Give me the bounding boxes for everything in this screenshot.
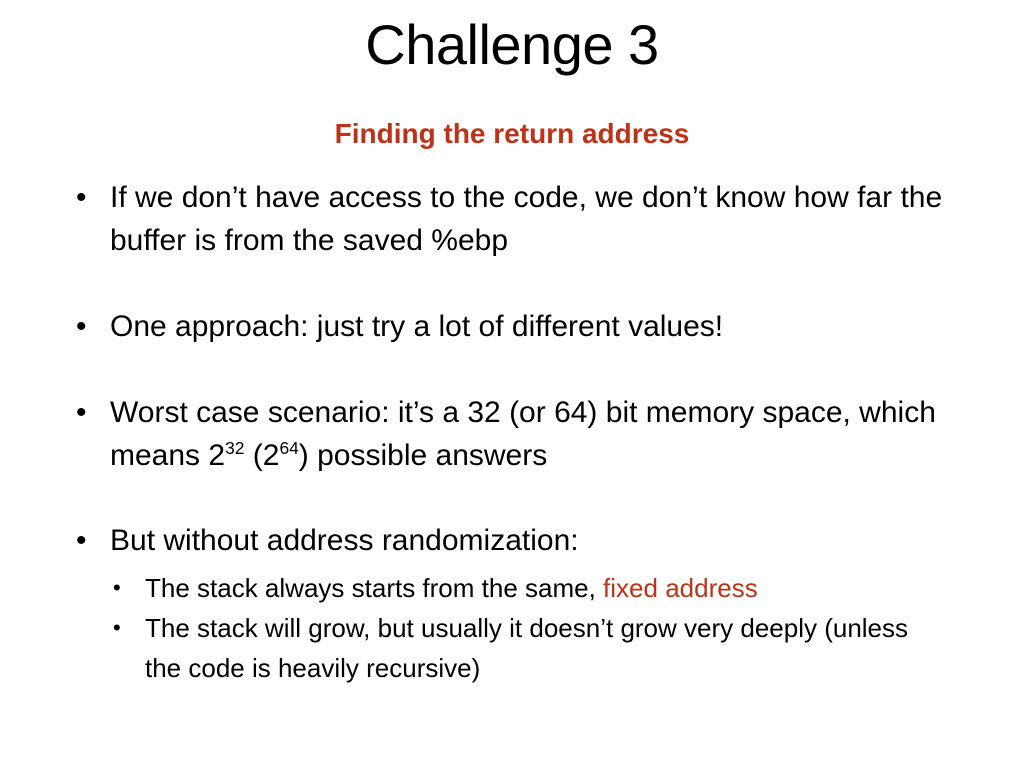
exponent-32: 32 bbox=[225, 438, 245, 458]
bullet-dot-icon: • bbox=[76, 524, 87, 557]
bullet-dot-icon: • bbox=[76, 310, 87, 343]
sub-bullet-text: The stack always starts from the same, f… bbox=[145, 568, 949, 608]
bullet-text-segment: ) possible answers bbox=[298, 439, 548, 472]
page-title: Challenge 3 bbox=[365, 13, 659, 76]
sub-list-item: • The stack always starts from the same,… bbox=[0, 568, 1024, 608]
bullet-text: But without address randomization: bbox=[110, 524, 579, 557]
sub-bullet-text: The stack will grow, but usually it does… bbox=[145, 608, 949, 688]
bullet-dot-icon: • bbox=[76, 396, 87, 429]
sub-bullet-list: • The stack always starts from the same,… bbox=[0, 568, 1024, 688]
bullet-dot-icon: • bbox=[76, 181, 87, 214]
exponent-64: 64 bbox=[279, 438, 299, 458]
bullet-text: One approach: just try a lot of differen… bbox=[110, 310, 724, 343]
sub-list-item: • The stack will grow, but usually it do… bbox=[0, 608, 1024, 688]
sub-bullet-text-black: The stack will grow, but usually it does… bbox=[145, 613, 909, 683]
sub-bullet-text-black: The stack always starts from the same, bbox=[145, 573, 604, 603]
sub-bullet-dot-icon: • bbox=[113, 615, 121, 640]
list-item: • But without address randomization: bbox=[0, 519, 1024, 562]
slide-subtitle: Finding the return address bbox=[334, 118, 690, 149]
list-item: • Worst case scenario: it’s a 32 (or 64)… bbox=[0, 391, 1024, 477]
bullet-text-segment: (2 bbox=[244, 439, 280, 472]
sub-bullet-dot-icon: • bbox=[113, 575, 121, 600]
sub-bullet-text-highlight: fixed address bbox=[603, 573, 758, 603]
bullet-text-segment: Worst case scenario: it’s a 32 (or 64) b… bbox=[110, 396, 936, 472]
list-item: • If we don’t have access to the code, w… bbox=[0, 176, 1024, 262]
bullet-text-with-exponents: Worst case scenario: it’s a 32 (or 64) b… bbox=[110, 391, 954, 477]
bullet-text: If we don’t have access to the code, we … bbox=[110, 181, 943, 257]
bullet-list: • If we don’t have access to the code, w… bbox=[0, 176, 1024, 562]
list-item: • One approach: just try a lot of differ… bbox=[0, 305, 1024, 348]
